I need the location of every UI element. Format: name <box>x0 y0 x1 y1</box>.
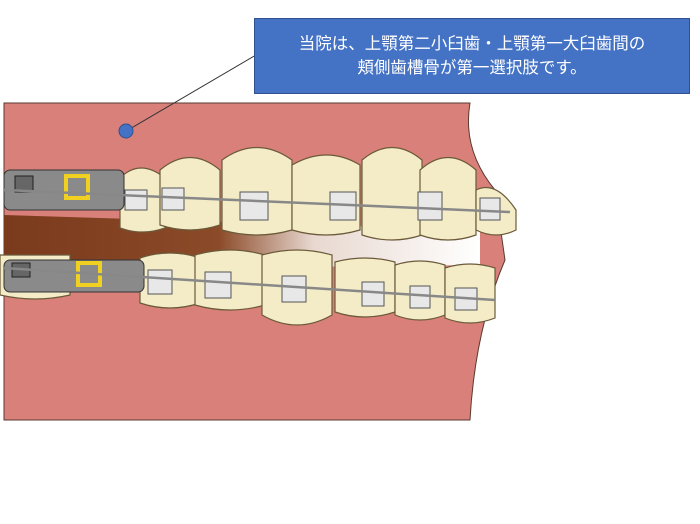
callout-box: 当院は、上顎第二小臼歯・上顎第一大臼歯間の 頬側歯槽骨が第一選択肢です。 <box>254 18 690 94</box>
lower-brackets <box>147 269 478 311</box>
upper-archwire <box>3 188 511 214</box>
lower-archwire <box>3 266 496 302</box>
callout-leader-line <box>127 54 257 131</box>
insertion-site-marker <box>118 123 134 139</box>
callout-line-1: 当院は、上顎第二小臼歯・上顎第一大臼歯間の <box>298 34 646 53</box>
callout-line-2: 頬側歯槽骨が第一選択肢です。 <box>357 58 587 77</box>
upper-molar-band <box>3 169 125 211</box>
upper-brackets <box>124 187 501 221</box>
